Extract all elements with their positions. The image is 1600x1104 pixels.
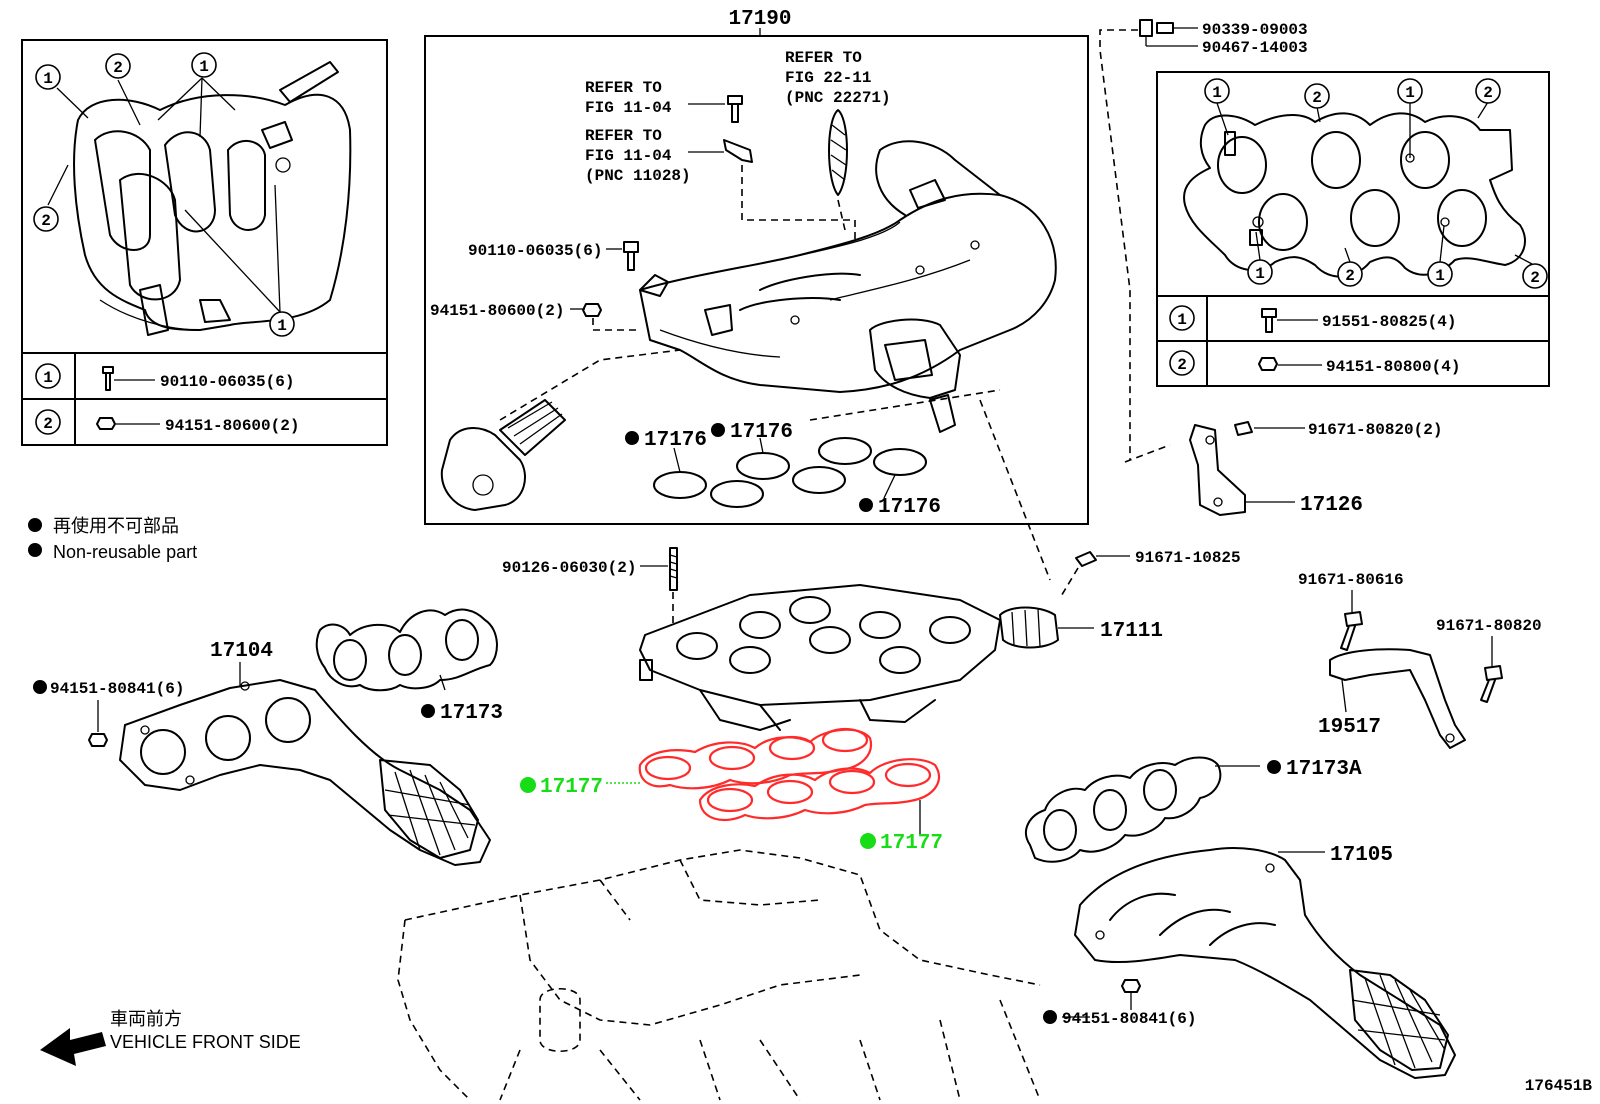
left-legend-index-1: 1 [43, 369, 53, 387]
upper-intake-gaskets [653, 437, 927, 508]
nut-94151-80841-right-label: 94151-80841(6) [1062, 1010, 1196, 1028]
right-inset-callout-2c: 2 [1345, 267, 1355, 285]
refer-c-line1: REFER TO [785, 49, 862, 67]
left-legend-part-1: 90110-06035(6) [160, 373, 294, 391]
intake-plenum [639, 140, 1057, 433]
right-legend-part-2: 94151-80800(4) [1326, 358, 1460, 376]
vehicle-front-japanese: 車両前方 [110, 1009, 182, 1029]
refer-a-line2: FIG 11-04 [585, 99, 672, 117]
refer-b-line3: (PNC 11028) [585, 167, 691, 185]
gasket-17176-label-c: 17176 [878, 496, 941, 519]
right-inset-callout-1c: 1 [1255, 265, 1265, 283]
left-inset-callout-1b: 1 [199, 58, 209, 76]
bracket-17126: 91671-80820(2) 17126 [1189, 421, 1442, 517]
left-inset-callout-2a: 2 [113, 59, 123, 77]
right-inset-callout-2d: 2 [1530, 269, 1540, 287]
left-exhaust-manifold: 17104 94151-80841(6) [33, 640, 491, 866]
bracket-19517: 91671-80616 91671-80820 19517 [1298, 571, 1542, 749]
right-inset-callout-2a: 2 [1312, 89, 1322, 107]
throttle-body [440, 349, 681, 511]
exhaust-17105-label: 17105 [1330, 844, 1393, 867]
highlighted-intake-gaskets-17177 [638, 727, 940, 822]
left-inset-callout-1c: 1 [277, 317, 287, 335]
refer-a-line1: REFER TO [585, 79, 662, 97]
right-inset-callout-1b: 1 [1405, 84, 1415, 102]
exhaust-17104-label: 17104 [210, 640, 273, 663]
gasket-17176-label-b: 17176 [730, 421, 793, 444]
gasket-17173a-label: 17173A [1286, 758, 1362, 781]
vehicle-front-english: VEHICLE FRONT SIDE [110, 1032, 301, 1052]
top-right-fasteners: 90339-09003 90467-14003 [1099, 19, 1308, 463]
exhaust-gasket-17173: 17173 [315, 608, 503, 725]
gasket-17173-label: 17173 [440, 702, 503, 725]
bolt-91671-80820-label: 91671-80820 [1436, 617, 1542, 635]
legend-note-english: Non-reusable part [53, 542, 197, 562]
refer-b-line1: REFER TO [585, 127, 662, 145]
exhaust-gasket-17173a: 17173A [1025, 756, 1362, 863]
refer-c-line2: FIG 22-11 [785, 69, 871, 87]
nut-94151-80600-label: 94151-80600(2) [430, 302, 564, 320]
upper-manifold-top-view [73, 61, 352, 336]
left-legend-part-2: 94151-80600(2) [165, 417, 299, 435]
front-arrow-icon [40, 1028, 106, 1066]
bolt-91671-10825-label: 91671-10825 [1135, 549, 1241, 567]
right-legend-part-1: 91551-80825(4) [1322, 313, 1456, 331]
legend-notes: 再使用不可部品 Non-reusable part [28, 516, 197, 562]
part-17190-label: 17190 [728, 8, 791, 31]
lower-manifold-gasket-top-view [1183, 112, 1526, 278]
right-inset-callout-1a: 1 [1212, 84, 1222, 102]
left-inset-callout-1a: 1 [43, 70, 53, 88]
left-inset-callout-2b: 2 [41, 212, 51, 230]
vehicle-front-indicator: 車両前方 VEHICLE FRONT SIDE [40, 1009, 301, 1066]
right-inset-callout-2b: 2 [1483, 84, 1493, 102]
part-90467-label: 90467-14003 [1202, 39, 1308, 57]
right-inset-callout-1d: 1 [1435, 267, 1445, 285]
gasket-17176-label-a: 17176 [644, 429, 707, 452]
lower-intake-manifold: 90126-06030(2) 91671-10825 17111 [502, 399, 1241, 731]
left-legend-index-2: 2 [43, 415, 53, 433]
right-inset-panel: 1 2 1 2 1 2 1 2 1 91551-80825(4) 2 94151… [1156, 71, 1550, 387]
upper-intake-assembly: 17190 REFER TO FIG 11-04 REFER TO FIG 11… [424, 8, 1089, 525]
right-exhaust-manifold: 17105 94151-80841(6) [1043, 844, 1456, 1079]
gasket-17177-label-a: 17177 [540, 776, 603, 799]
left-inset-panel: 1 2 1 2 1 1 90110-06035(6) 2 94151-80600… [21, 39, 388, 446]
nut-94151-80841-left-label: 94151-80841(6) [50, 680, 184, 698]
right-legend-index-2: 2 [1177, 356, 1187, 374]
bolt-91671-80616-label: 91671-80616 [1298, 571, 1404, 589]
refer-c-line3: (PNC 22271) [785, 89, 891, 107]
stud-90126-label: 90126-06030(2) [502, 559, 636, 577]
figure-code: 176451B [1525, 1077, 1593, 1095]
right-legend-index-1: 1 [1177, 311, 1187, 329]
bolt-90110-label: 90110-06035(6) [468, 242, 602, 260]
bracket-19517-label: 19517 [1318, 716, 1381, 739]
gasket-17177-label-b: 17177 [880, 832, 943, 855]
lower-manifold-17111-label: 17111 [1100, 620, 1163, 643]
refer-b-line2: FIG 11-04 [585, 147, 672, 165]
bracket-17126-label: 17126 [1300, 494, 1363, 517]
engine-block-outline [397, 849, 1041, 1101]
part-90339-label: 90339-09003 [1202, 21, 1308, 39]
legend-note-japanese: 再使用不可部品 [53, 516, 179, 536]
bolt-91671-80820-2-label: 91671-80820(2) [1308, 421, 1442, 439]
